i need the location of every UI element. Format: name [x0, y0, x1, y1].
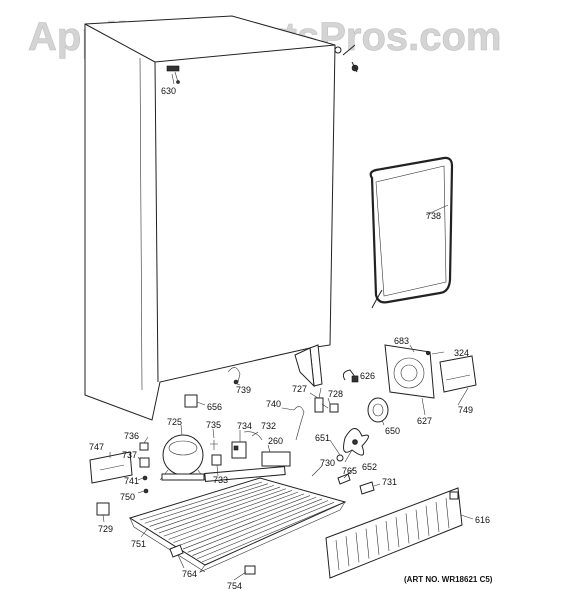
capacitor-260: [261, 451, 291, 467]
louver-slot: [445, 498, 450, 529]
louver-slot: [425, 505, 430, 536]
label-652: 652: [362, 462, 377, 472]
louver-slot: [335, 539, 340, 571]
label-651: 651: [315, 433, 330, 443]
louver-slot: [345, 536, 350, 567]
drain-loop-738: [369, 156, 454, 309]
label-739: 739: [236, 385, 251, 395]
label-735: 735: [206, 420, 221, 430]
label-627: 627: [417, 416, 432, 426]
coil-tube: [163, 490, 293, 537]
louver-slot: [385, 520, 390, 552]
coil-tube: [178, 495, 311, 547]
label-324: 324: [454, 348, 469, 358]
louver-slot: [415, 509, 420, 540]
art-number: (ART NO. WR18621 C5): [404, 575, 493, 584]
bracket-732: [204, 465, 286, 483]
fan-motor-650: [367, 397, 389, 423]
label-683: 683: [394, 336, 409, 346]
cabinet: [84, 15, 336, 421]
label-731: 731: [382, 477, 397, 487]
coil-tube: [192, 500, 329, 556]
label-260: 260: [268, 436, 283, 446]
label-650: 650: [385, 426, 400, 436]
label-728: 728: [328, 389, 343, 399]
access-panel-616: [325, 487, 463, 579]
louver-slot: [355, 532, 360, 563]
label-729: 729: [98, 524, 113, 534]
label-725: 725: [167, 417, 182, 427]
label-626: 626: [360, 371, 375, 381]
louver-slot: [395, 517, 400, 548]
coil-tube: [158, 488, 287, 534]
label-751: 751: [131, 539, 146, 549]
label-754: 754: [227, 581, 242, 591]
label-734: 734: [237, 421, 252, 431]
label-630: 630: [161, 86, 176, 96]
label-616: 616: [475, 515, 490, 525]
label-750: 750: [120, 492, 135, 502]
label-730: 730: [320, 458, 335, 468]
label-747: 747: [89, 442, 104, 452]
label-737: 737: [122, 450, 137, 460]
label-749: 749: [458, 405, 473, 415]
bracket-630-part: [166, 65, 180, 72]
overload-733: [211, 454, 222, 466]
condenser-coil: [128, 477, 347, 573]
coil-tube: [149, 485, 275, 527]
coil-tube: [201, 503, 341, 563]
louver-slot: [405, 513, 410, 544]
compressor-components: [184, 367, 291, 483]
louver-slot: [365, 528, 370, 559]
louver-slot: [375, 524, 380, 555]
coil-tube: [139, 481, 263, 521]
label-656: 656: [207, 402, 222, 412]
label-741: 741: [124, 476, 139, 486]
label-732: 732: [261, 421, 276, 431]
compressor-725: [159, 434, 206, 481]
top-hinge-parts: [334, 44, 359, 73]
label-727: 727: [292, 384, 307, 394]
bracket-656: [184, 394, 198, 408]
label-733: 733: [213, 475, 228, 485]
label-740: 740: [266, 399, 281, 409]
coil-tube: [173, 493, 305, 543]
label-738: 738: [426, 211, 441, 221]
coil-tube: [182, 496, 317, 550]
louver-slot: [435, 501, 440, 533]
label-765: 765: [342, 466, 357, 476]
coil-tube: [154, 486, 281, 530]
label-764: 764: [182, 569, 197, 579]
callout-labels: 630 738 683 324 626 727 728 739 656 740 …: [89, 86, 490, 591]
evaporator-fan-assembly: [343, 344, 477, 456]
harness-parts: [293, 369, 359, 441]
coil-tube: [144, 483, 269, 524]
coil-tube: [168, 491, 299, 540]
leader-lines: [102, 73, 474, 581]
coil-tube: [187, 498, 323, 553]
part-729: [96, 502, 110, 516]
label-736: 736: [124, 431, 139, 441]
cover-749: [439, 355, 477, 393]
coil-tube: [197, 502, 335, 560]
